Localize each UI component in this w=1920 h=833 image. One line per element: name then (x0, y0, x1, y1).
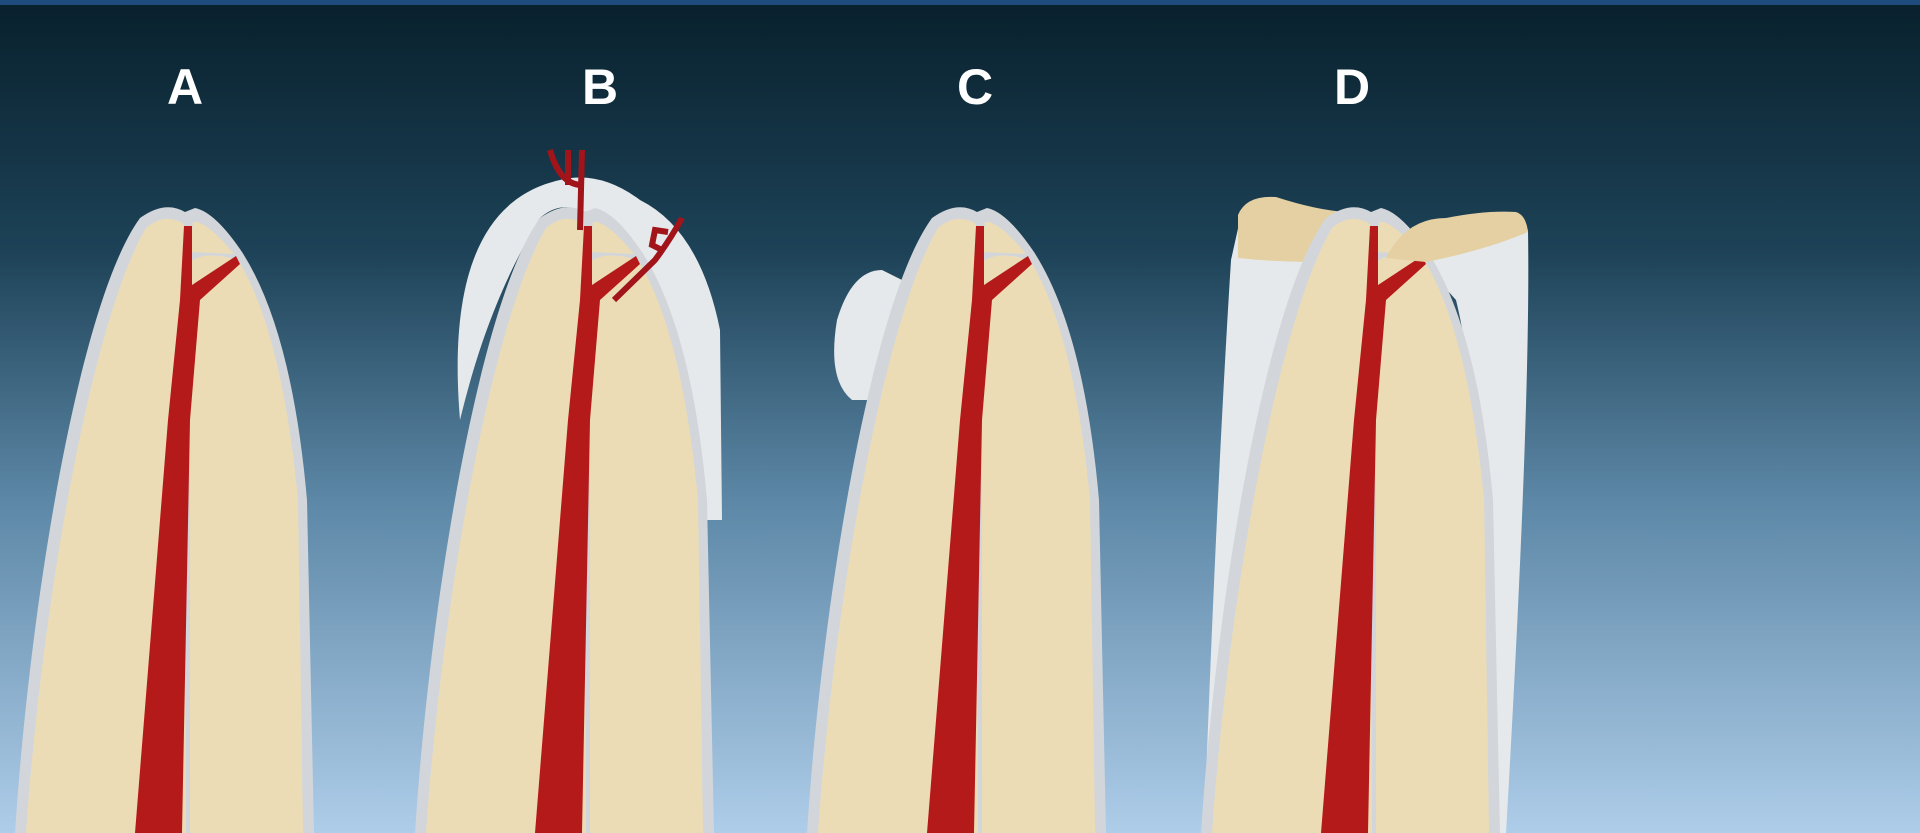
pulp-branches (547, 149, 685, 303)
left-overgrowth (1204, 210, 1346, 833)
tooth-d (1201, 196, 1529, 833)
label-b: B (581, 59, 619, 115)
overgrowth-top-right (1386, 211, 1528, 262)
label-c: C (956, 59, 994, 115)
tooth-c (807, 207, 1106, 833)
top-strip (0, 0, 1920, 5)
right-overgrowth (1416, 225, 1529, 833)
bulge (834, 270, 902, 400)
tooth-b (415, 149, 722, 833)
label-d: D (1333, 59, 1371, 115)
label-a: A (166, 59, 204, 115)
